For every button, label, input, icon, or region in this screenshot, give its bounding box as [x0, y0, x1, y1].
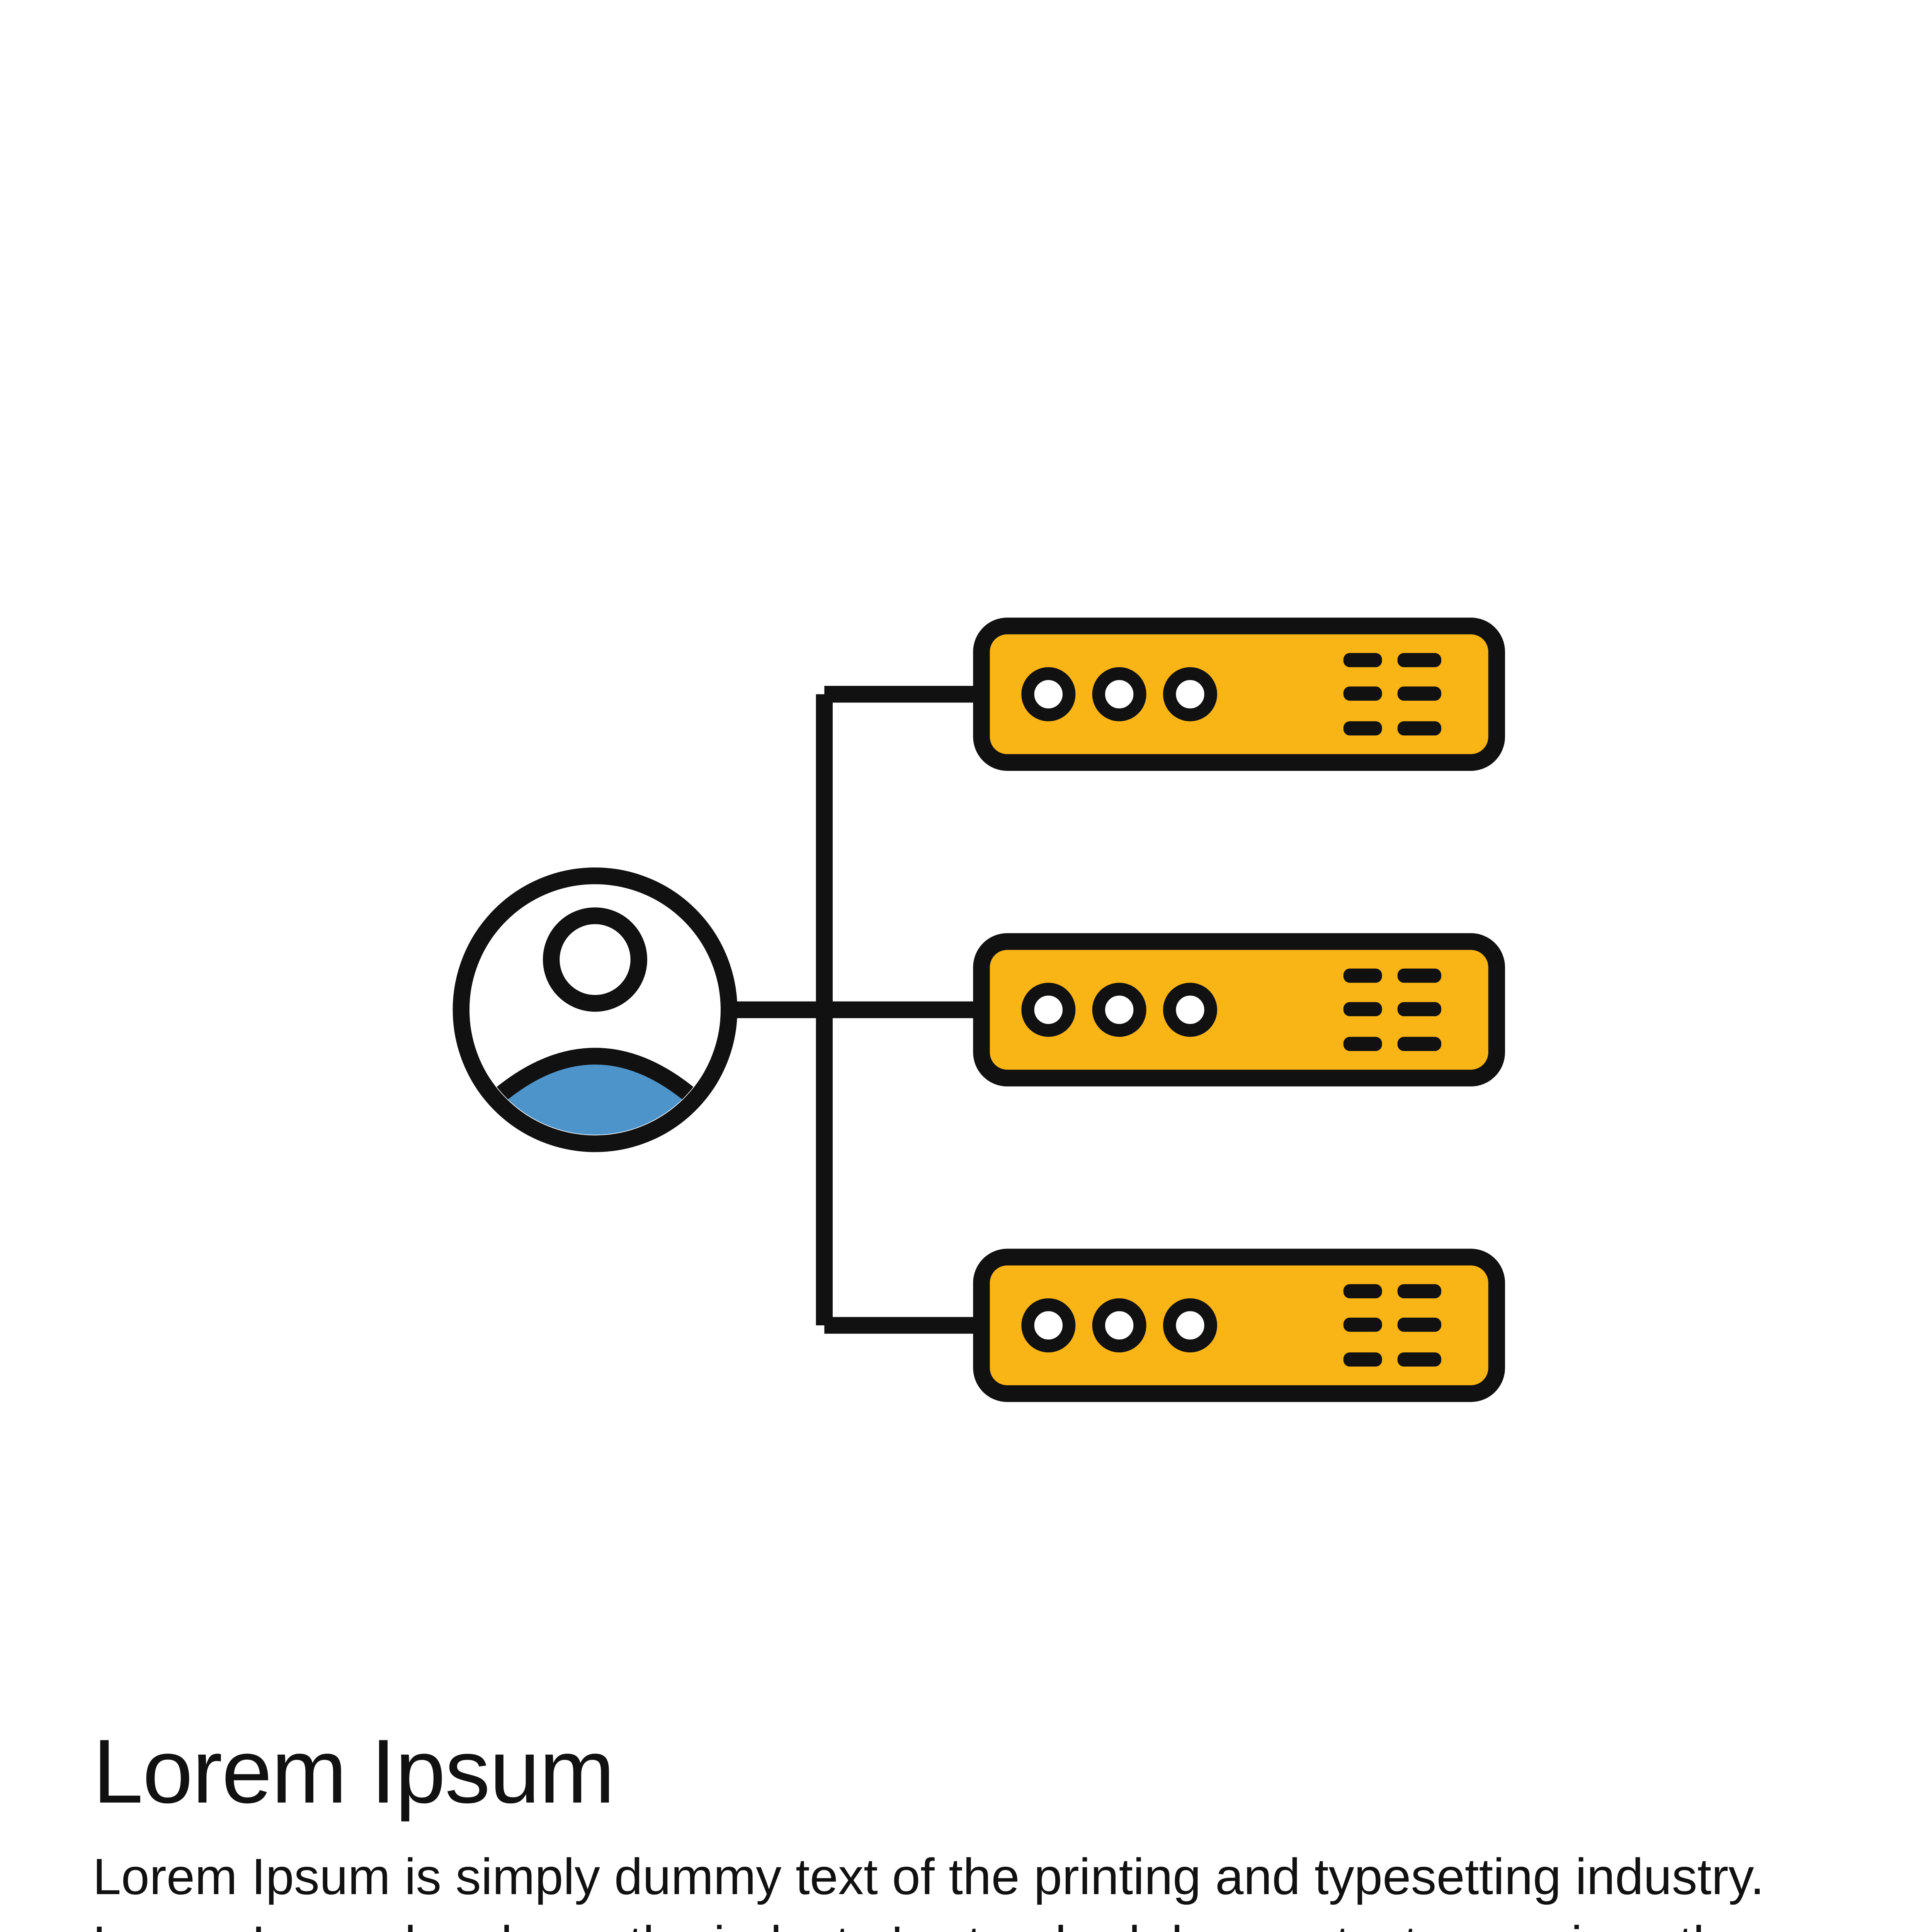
body-line-1: Lorem Ipsum is simply dummy text of the … — [93, 1848, 1765, 1905]
server-icon-bottom — [981, 1257, 1497, 1393]
body-line-2: Lorem Ipsum has been the industry's stan… — [93, 1910, 1909, 1932]
connector-lines — [730, 686, 981, 1334]
server-icon-middle — [981, 942, 1497, 1078]
caption-block: Lorem Ipsum Lorem Ipsum is simply dummy … — [93, 1721, 1909, 1932]
heading: Lorem Ipsum — [93, 1720, 615, 1822]
server-icon-top — [981, 626, 1497, 762]
user-icon — [452, 867, 738, 1152]
user-head — [543, 907, 647, 1012]
